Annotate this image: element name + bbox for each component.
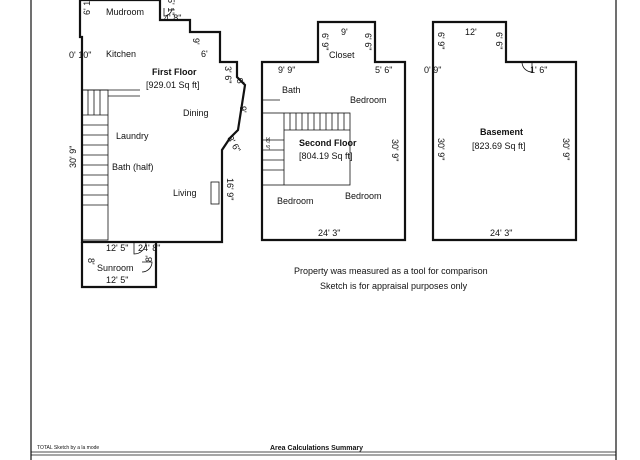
dim-30-9-second: 30' 9" (390, 139, 400, 161)
dim-6-6-closet: 6' 6" (363, 33, 373, 50)
first-floor-title: First Floor (152, 67, 197, 77)
dim-9-9: 9' 9" (278, 65, 295, 75)
first-floor-outline (78, 0, 247, 244)
dim-9: 9' (191, 38, 201, 45)
bedroom-label-2: Bedroom (345, 191, 382, 201)
dim-30-9-first: 30' 9" (68, 146, 78, 168)
mudroom-door-arc (163, 7, 173, 17)
dim-6-9-basement: 6' 9" (436, 32, 446, 49)
bedroom-label-1: Bedroom (350, 95, 387, 105)
bath-label: Bath (282, 85, 301, 95)
bath-half-label: Bath (half) (112, 162, 154, 172)
dim-12: 12' (465, 27, 477, 37)
note-line-2: Sketch is for appraisal purposes only (320, 281, 468, 291)
dining-label: Dining (183, 108, 209, 118)
dim-0-9: 0' 9" (424, 65, 441, 75)
first-floor-area: [929.01 Sq ft] (146, 80, 200, 90)
dim-9-right: 9' (238, 106, 248, 113)
dim-6-9-closet: 6' 9" (320, 33, 330, 50)
living-label: Living (173, 188, 197, 198)
closet-label: Closet (329, 50, 355, 60)
basement-area: [823.69 Sq ft] (472, 141, 526, 151)
sunroom-label: Sunroom (97, 263, 134, 273)
dim-30-9-basement-right: 30' 9" (561, 138, 571, 160)
fireplace (210, 181, 220, 205)
dim-16-9: 16' 9" (225, 178, 235, 200)
second-floor-outline (260, 20, 407, 242)
dim-6-6-basement: 6' 6" (494, 32, 504, 49)
note-line-1: Property was measured as a tool for comp… (294, 266, 488, 276)
kitchen-label: Kitchen (106, 49, 136, 59)
area-summary-title: Area Calculations Summary (270, 445, 363, 452)
dim-9-closet: 9' (341, 27, 348, 37)
dim-30-9-basement-left: 30' 9" (436, 138, 446, 160)
second-floor-stairs (261, 112, 351, 186)
first-floor-stairs (81, 89, 140, 241)
basement: 12' 6' 9" 6' 6" 0' 9" 1' 6" Basement [82… (424, 20, 578, 242)
dim-12-5-bottom: 12' 5" (106, 275, 128, 285)
laundry-label: Laundry (116, 131, 149, 141)
second-floor-title: Second Floor (299, 138, 357, 148)
mudroom-label: Mudroom (106, 7, 144, 17)
dim-8: 8' (86, 258, 96, 265)
dim-5-1: 5' 1" (166, 0, 176, 15)
dim-3-6-low: 3' 6" (225, 134, 242, 154)
basement-door-arc (521, 61, 533, 73)
dim-24-3-second: 24' 3" (318, 228, 340, 238)
dim-12-5-top: 12' 5" (106, 243, 128, 253)
sunroom-outline (80, 242, 158, 289)
dim-6-diag: 6' (234, 76, 246, 87)
second-floor: Closet Bath Bedroom Second Floor [804.19… (260, 20, 407, 242)
dim-6: 6' (201, 49, 208, 59)
second-floor-area: [804.19 Sq ft] (299, 151, 353, 161)
dim-24-8: 24' 8" (138, 243, 160, 253)
dim-6-1: 6' 1" (82, 0, 92, 15)
sketch-frame (30, 0, 617, 460)
dim-4-8: 4' 8" (164, 13, 181, 23)
door-arc-2 (141, 261, 153, 273)
footer-credit: TOTAL Sketch by a la mode (37, 445, 99, 451)
bedroom-label-3: Bedroom (277, 196, 314, 206)
dim-0-10: 0' 10" (69, 50, 91, 60)
first-floor: Mudroom Kitchen First Floor [929.01 Sq f… (68, 0, 248, 289)
door-arc (133, 241, 147, 255)
dim-8-sun: 8' (144, 255, 154, 262)
dim-24-3-basement: 24' 3" (490, 228, 512, 238)
basement-title: Basement (480, 127, 523, 137)
dim-30-9-stair: 30' 9" (264, 137, 270, 150)
dim-5-6: 5' 6" (375, 65, 392, 75)
basement-outline (431, 20, 578, 242)
dim-3-6-top: 3' 6" (223, 66, 233, 83)
dim-1-6: 1' 6" (530, 65, 547, 75)
